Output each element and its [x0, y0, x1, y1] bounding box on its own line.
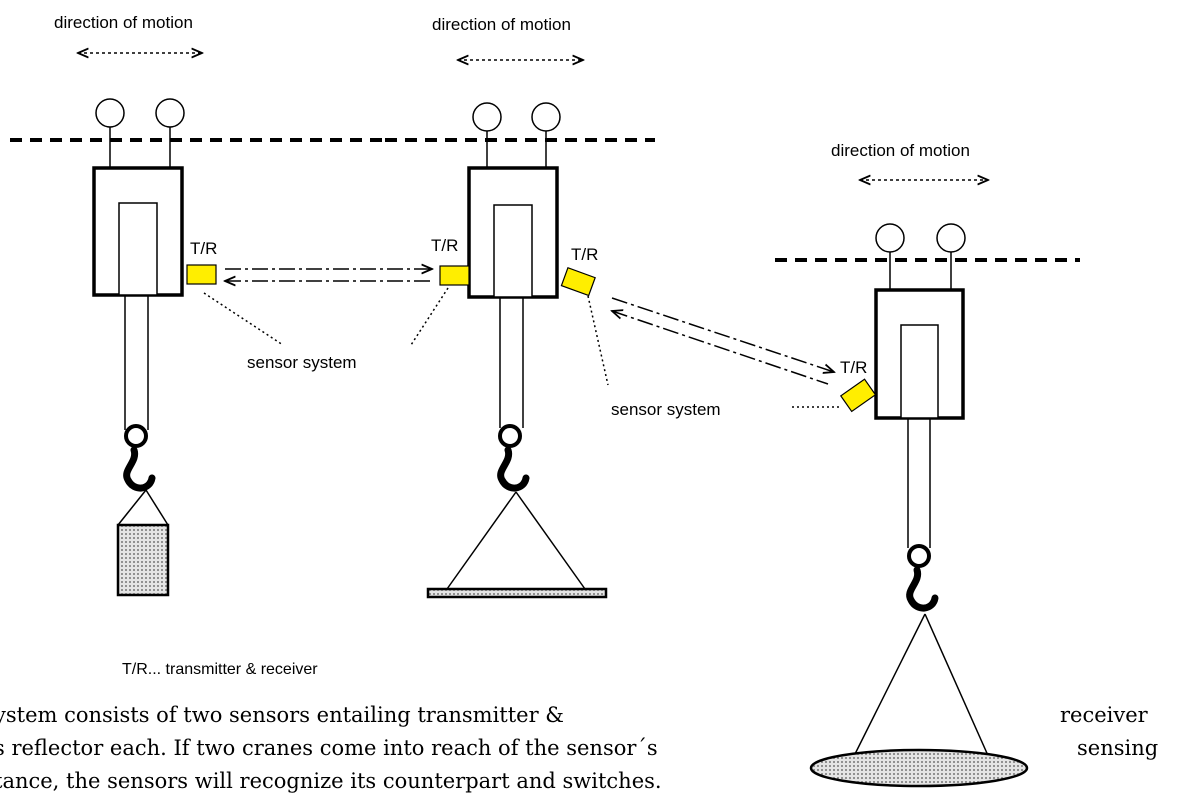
caption-line-1-right: receiver: [1060, 703, 1149, 727]
crane-3-tr-label: T/R: [840, 358, 867, 377]
crane-2-tr-right-label: T/R: [571, 245, 598, 264]
signal-beam-2-3: [612, 297, 834, 385]
crane-1-wheel-left: [95, 98, 125, 128]
crane-1-hook-ring: [124, 424, 148, 448]
crane-2-sensor-right: [560, 266, 596, 297]
crane-2-tr-left-label: T/R: [431, 236, 458, 255]
sensor-system-text-1: sensor system: [247, 353, 357, 372]
legend-text: T/R... transmitter & receiver: [122, 661, 318, 678]
crane-1: direction of motion T/R: [10, 13, 385, 597]
crane-1-sensor: [186, 264, 217, 285]
caption-line-2: s reflector each. If two cranes come int…: [0, 736, 658, 760]
crane-3-hook: [906, 566, 939, 612]
crane-1-hook: [123, 446, 156, 492]
caption-line-1: ystem consists of two sensors entailing …: [0, 703, 564, 727]
crane-3-load: [809, 748, 1029, 788]
caption-line-2-right: sensing: [1077, 736, 1158, 760]
crane-1-tr-label: T/R: [190, 239, 217, 258]
crane-3-sensor: [839, 378, 877, 413]
crane-1-direction-label: direction of motion: [54, 13, 193, 32]
crane-2-sensor-left: [439, 265, 470, 286]
crane-2-direction-label: direction of motion: [432, 15, 571, 34]
sensor-system-label-1: sensor system: [203, 287, 449, 372]
crane-2-load: [426, 587, 608, 599]
sensor-system-label-2: sensor system: [587, 295, 840, 419]
crane-2-hook-ring: [498, 424, 522, 448]
crane-3-hook-ring: [907, 544, 931, 568]
caption-line-3: tance, the sensors will recognize its co…: [0, 769, 662, 793]
crane-2: direction of motion T/R T/R: [385, 15, 655, 599]
crane-2-wheel-right: [531, 102, 561, 132]
crane-3-wheel-left: [875, 223, 905, 253]
crane-1-wheel-right: [155, 98, 185, 128]
crane-3: direction of motion T/R: [775, 141, 1080, 788]
crane-3-direction-label: direction of motion: [831, 141, 970, 160]
crane-2-wheel-left: [472, 102, 502, 132]
crane-1-load: [116, 523, 170, 597]
crane-2-hook: [497, 446, 530, 492]
crane-3-wheel-right: [936, 223, 966, 253]
sensor-system-text-2: sensor system: [611, 400, 721, 419]
signal-beam-1-2: [225, 269, 432, 281]
